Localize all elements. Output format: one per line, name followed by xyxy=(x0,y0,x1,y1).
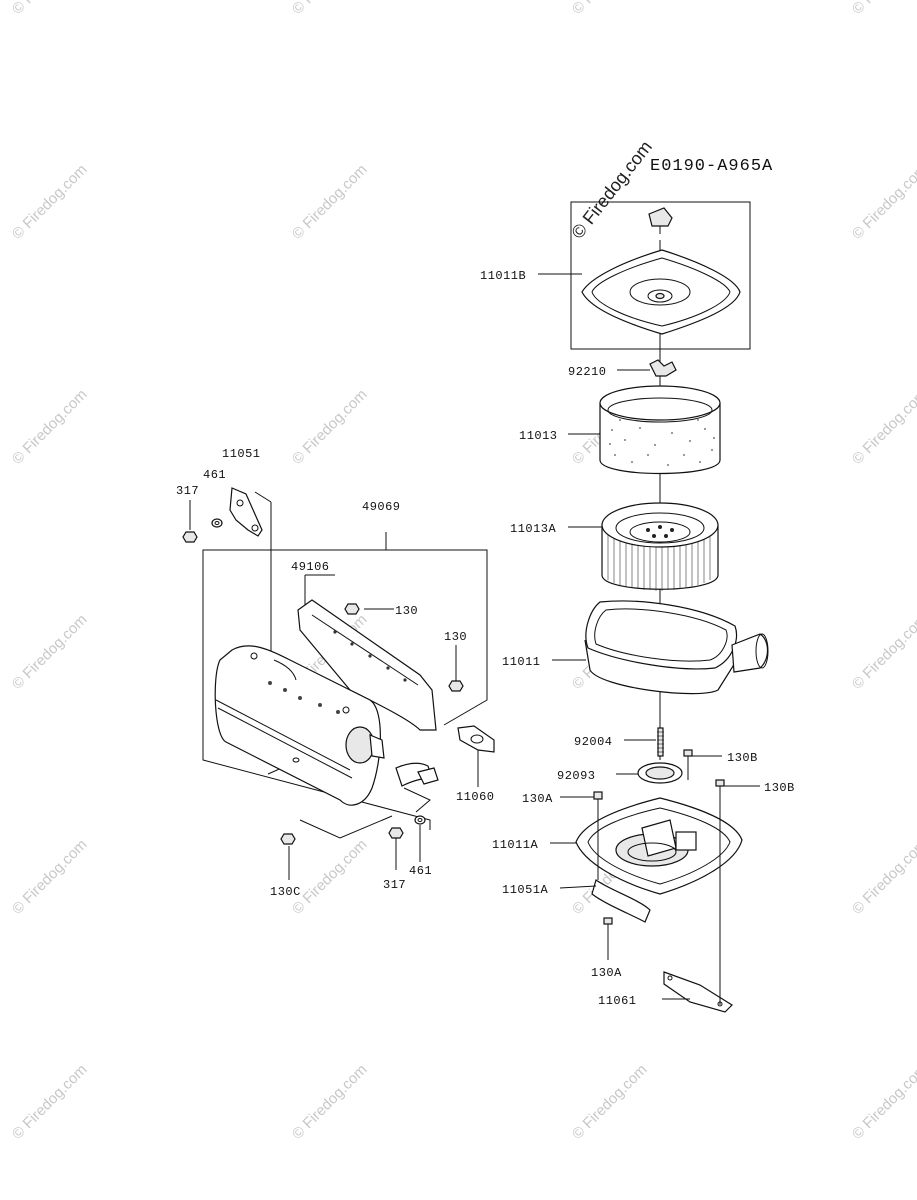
wing-nut-part xyxy=(649,359,677,377)
callout-130a-upper: 130A xyxy=(522,792,553,806)
callout-92004: 92004 xyxy=(574,735,613,749)
callout-11013a: 11013A xyxy=(510,522,557,536)
callout-11051: 11051 xyxy=(222,447,261,461)
leader-lines-right xyxy=(538,273,760,1005)
watermark-text: © Firedog.com xyxy=(289,836,371,918)
washer-461-part xyxy=(414,815,426,825)
watermark-text: © Firedog.com xyxy=(569,0,651,18)
callout-130c: 130C xyxy=(270,885,301,899)
watermark-text: © Firedog.com xyxy=(289,386,371,468)
watermark-text: © Firedog.com xyxy=(9,1061,91,1143)
callout-11011a: 11011A xyxy=(492,838,539,852)
callout-11060: 11060 xyxy=(456,790,495,804)
watermark-text: © Firedog.com xyxy=(567,137,656,243)
callout-461-upper: 461 xyxy=(203,468,226,482)
air-cleaner-housing-part xyxy=(584,600,769,695)
seal-ring-part xyxy=(637,762,683,784)
callout-11011: 11011 xyxy=(502,655,541,669)
watermark-text: © Firedog.com xyxy=(9,386,91,468)
pre-cleaner-foam-part xyxy=(599,385,721,475)
gasket-11060-part xyxy=(457,725,495,753)
callout-130-upper: 130 xyxy=(395,604,418,618)
callout-11061: 11061 xyxy=(598,994,637,1008)
watermark-text: © Firedog.com xyxy=(9,836,91,918)
diagram-code: E0190-A965A xyxy=(650,157,773,176)
watermark-text: © Firedog.com xyxy=(849,1061,917,1143)
watermark-text: © Firedog.com xyxy=(289,0,371,18)
watermark-text: © Firedog.com xyxy=(849,161,917,243)
washer-461-part xyxy=(211,518,223,528)
callout-130-lower: 130 xyxy=(444,630,467,644)
callout-49069: 49069 xyxy=(362,500,401,514)
exhaust-pipe-part xyxy=(395,762,439,787)
bolt-130-part xyxy=(448,680,464,692)
callout-317-lower: 317 xyxy=(383,878,406,892)
paper-filter-element-part xyxy=(601,502,719,591)
watermark-text: © Firedog.com xyxy=(849,0,917,18)
callout-11013: 11013 xyxy=(519,429,558,443)
callout-11011b: 11011B xyxy=(480,269,526,283)
watermark-text: © Firedog.com xyxy=(849,386,917,468)
callout-130a-lower: 130A xyxy=(591,966,622,980)
callout-130b-lower: 130B xyxy=(764,781,795,795)
bolt-130c-part xyxy=(280,833,296,845)
nut-317-part xyxy=(388,827,404,839)
watermark-text: © Firedog.com xyxy=(9,161,91,243)
watermark-text: © Firedog.com xyxy=(289,161,371,243)
callout-labels: 11011B 92210 11013 11013A 11011 92004 13… xyxy=(176,269,795,1008)
watermark-layer: © Firedog.com © Firedog.com © Firedog.co… xyxy=(9,0,917,1143)
wing-knob-part xyxy=(648,207,673,234)
callout-11051a: 11051A xyxy=(502,883,549,897)
muffler-body-part xyxy=(214,645,385,806)
watermark-text: © Firedog.com xyxy=(569,1061,651,1143)
watermark-text: © Firedog.com xyxy=(849,611,917,693)
callout-49106: 49106 xyxy=(291,560,330,574)
bolt-130a-part xyxy=(603,917,613,940)
bolt-130a-part xyxy=(593,791,603,820)
plate-11061-part xyxy=(663,971,733,1013)
callout-130b-upper: 130B xyxy=(727,751,758,765)
callout-92210: 92210 xyxy=(568,365,607,379)
bolt-130b-part xyxy=(715,779,725,800)
callout-317-upper: 317 xyxy=(176,484,199,498)
bracket-11051-part xyxy=(229,487,263,537)
cover-detail-box xyxy=(570,201,751,350)
nut-317-part xyxy=(182,531,198,543)
air-cleaner-base-part xyxy=(575,797,743,895)
watermark-text: © Firedog.com xyxy=(9,611,91,693)
callout-461-lower: 461 xyxy=(409,864,432,878)
bracket-11051a-part xyxy=(591,879,651,923)
callout-92093: 92093 xyxy=(557,769,596,783)
watermark-text: © Firedog.com xyxy=(9,0,91,18)
watermark-text: © Firedog.com xyxy=(849,836,917,918)
bolt-130b-part xyxy=(683,749,693,780)
air-cleaner-cover-part xyxy=(581,249,741,335)
bolt-130-part xyxy=(344,603,360,615)
stud-bolt-part xyxy=(657,727,664,757)
watermark-text: © Firedog.com xyxy=(289,1061,371,1143)
